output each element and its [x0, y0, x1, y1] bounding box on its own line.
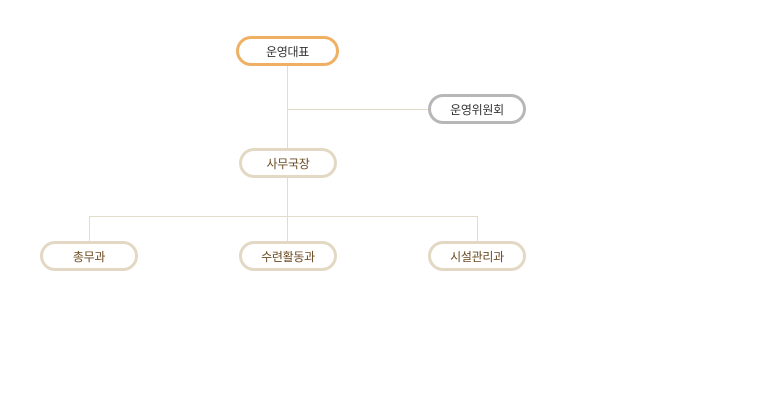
node-dept-training-label: 수련활동과 [261, 249, 315, 264]
connector-to-dept-facilities [477, 216, 478, 242]
node-dept-facilities-label: 시설관리과 [450, 249, 504, 264]
node-ceo-label: 운영대표 [266, 44, 309, 59]
node-dept-general-affairs[interactable]: 총무과 [40, 241, 138, 271]
node-dept-general-affairs-label: 총무과 [72, 249, 106, 264]
node-dept-facilities[interactable]: 시설관리과 [428, 241, 526, 271]
connector-to-dept-training [287, 216, 288, 242]
node-dept-training[interactable]: 수련활동과 [239, 241, 337, 271]
connector-horizontal-bus [89, 216, 478, 217]
connector-to-dept-general-affairs [89, 216, 90, 242]
node-secretary-general[interactable]: 사무국장 [239, 148, 337, 178]
node-secretary-general-label: 사무국장 [266, 156, 310, 171]
node-committee[interactable]: 운영위원회 [428, 94, 526, 124]
connector-secretary-down [287, 177, 288, 217]
connector-ceo-to-secretary [287, 65, 288, 149]
node-ceo[interactable]: 운영대표 [236, 36, 339, 66]
node-committee-label: 운영위원회 [450, 102, 504, 117]
connector-to-committee [287, 109, 429, 110]
